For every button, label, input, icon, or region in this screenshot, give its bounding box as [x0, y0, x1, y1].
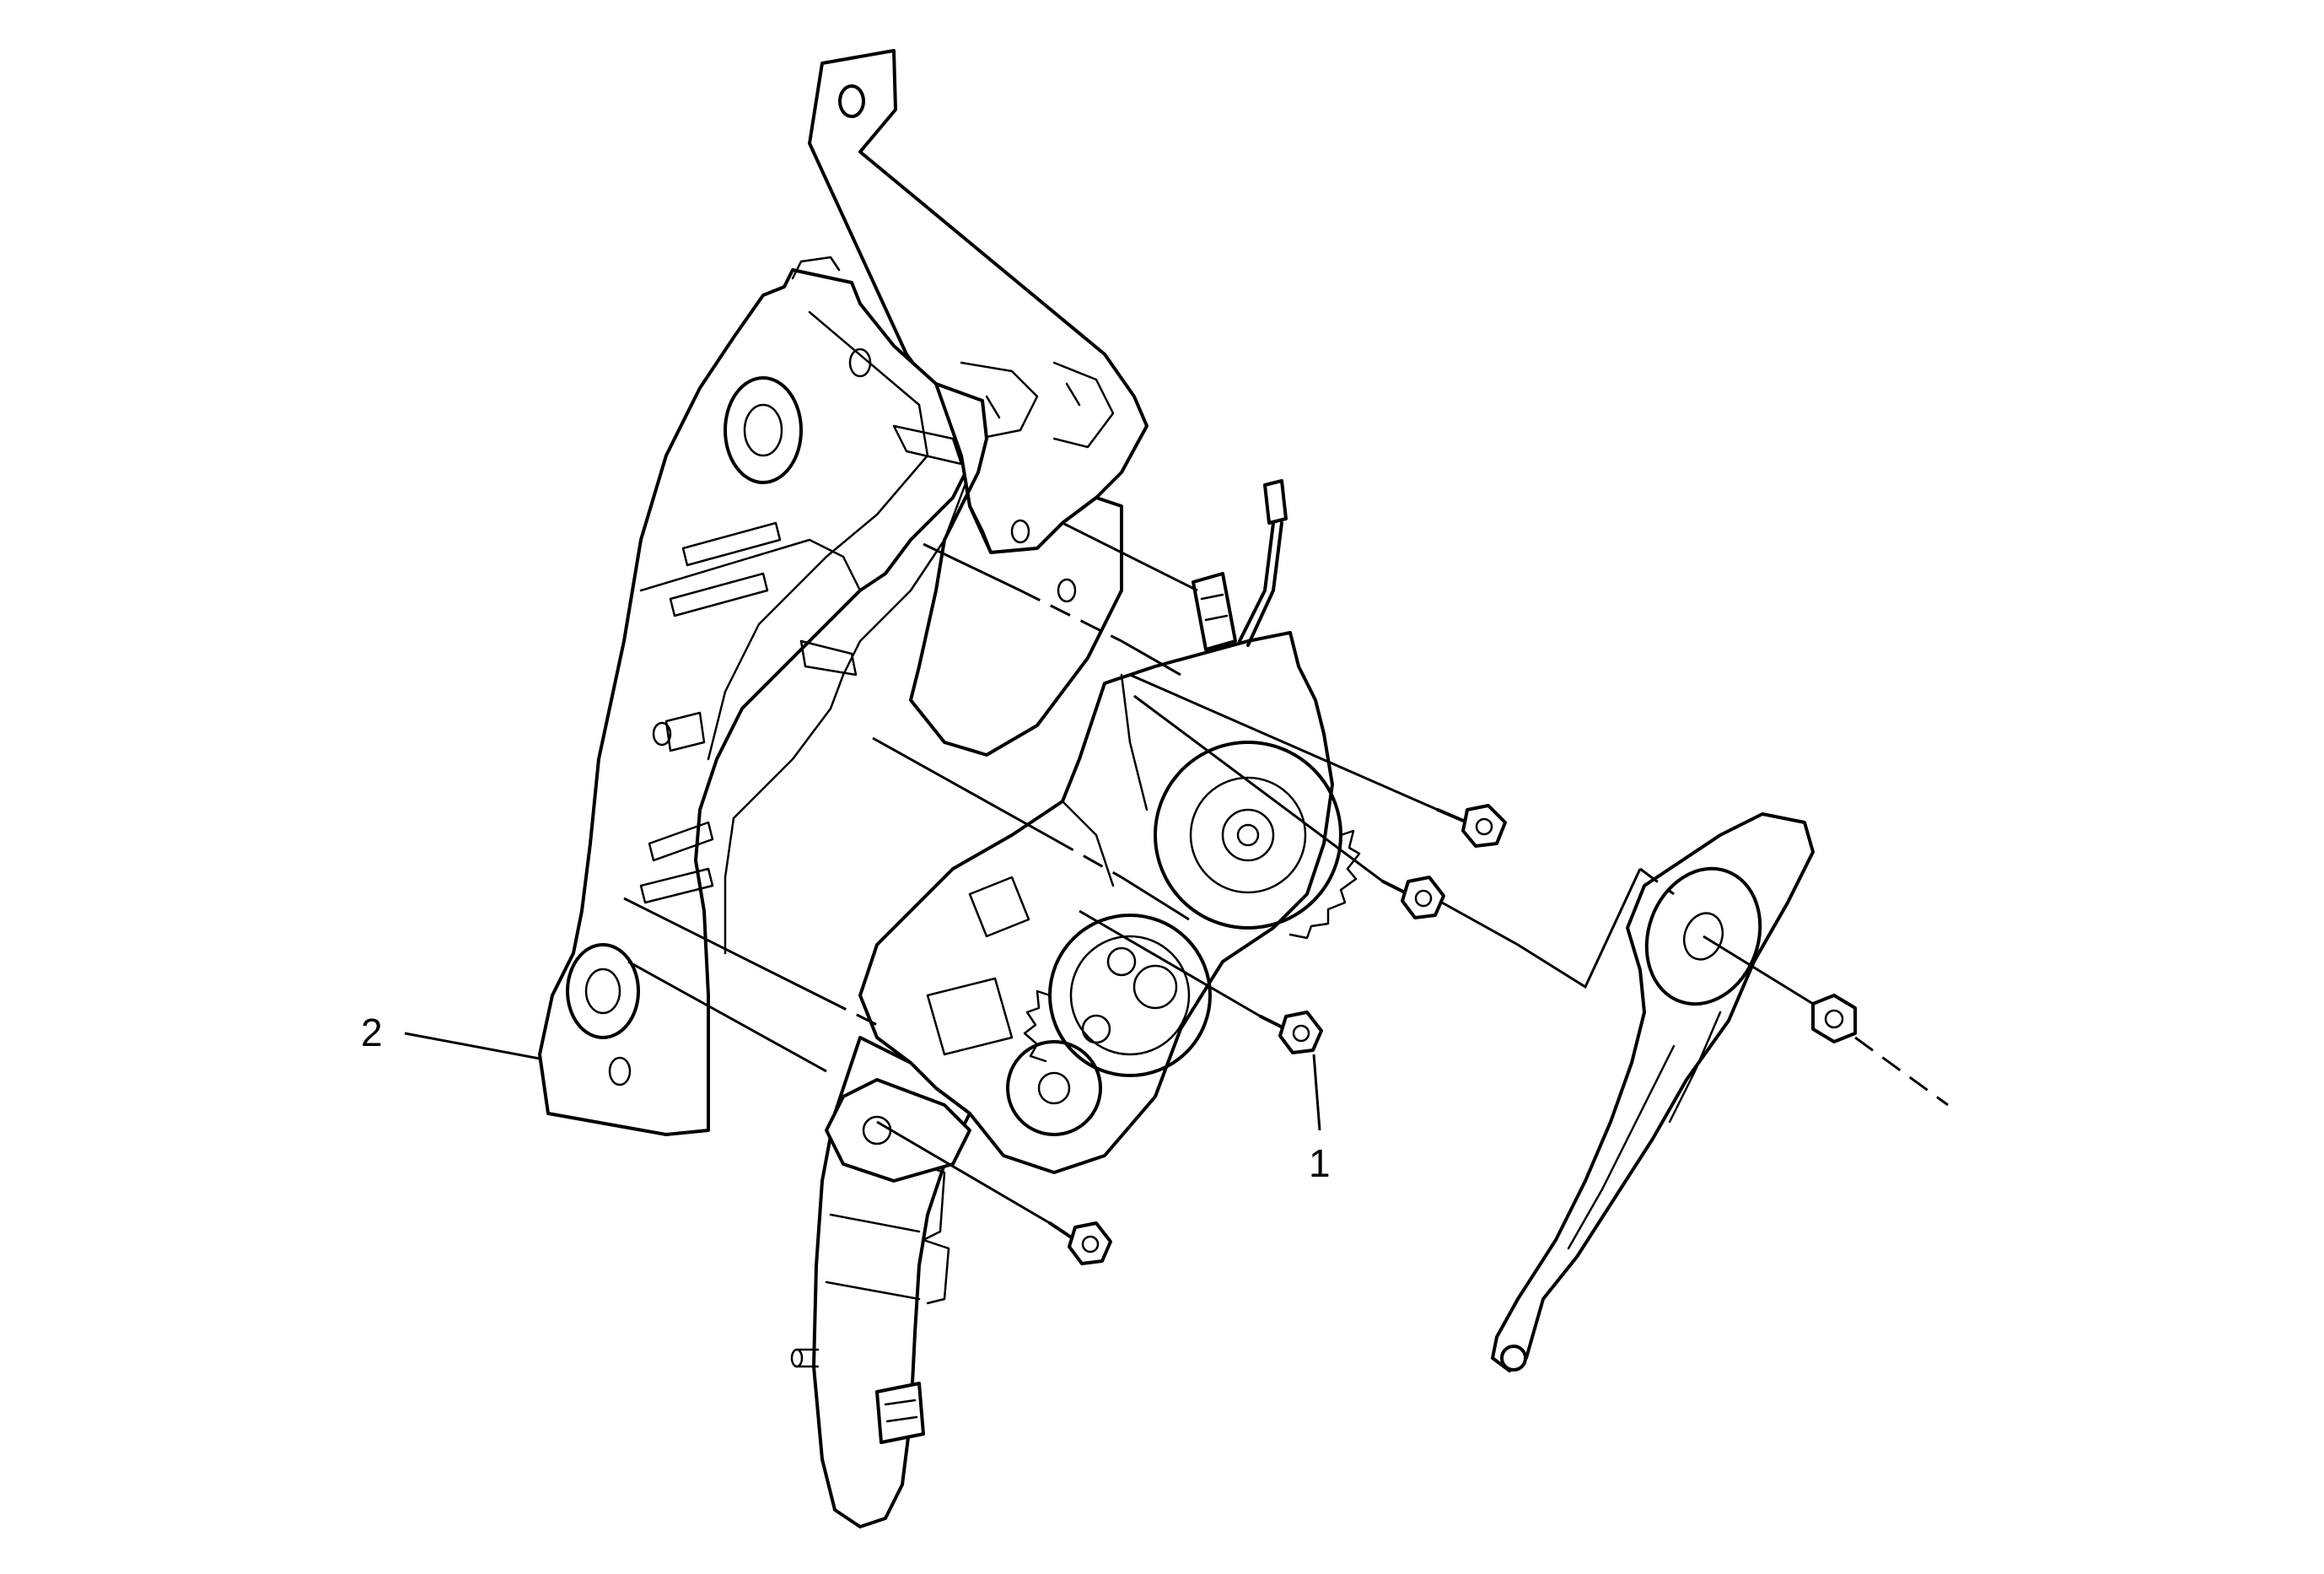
bolt-upper-right [1436, 804, 1507, 848]
lower-frame [790, 1036, 971, 1528]
side-plate [538, 256, 971, 1136]
release-lever [1491, 812, 1815, 1372]
callout-2: 2 [361, 1011, 541, 1060]
rear-flange [799, 382, 1123, 757]
recliner-mechanism [858, 631, 1361, 1174]
callout-1-label: 1 [1309, 1141, 1331, 1185]
bolt-bottom [1048, 1221, 1112, 1265]
assembly-lines [623, 521, 1949, 1225]
bolt-middle [1381, 876, 1445, 919]
bolt-lower [1259, 1011, 1323, 1054]
callout-2-label: 2 [361, 1011, 383, 1054]
callout-1: 1 [1309, 1054, 1331, 1185]
nut-lever [1811, 994, 1857, 1043]
electrical-connector [1192, 479, 1288, 651]
